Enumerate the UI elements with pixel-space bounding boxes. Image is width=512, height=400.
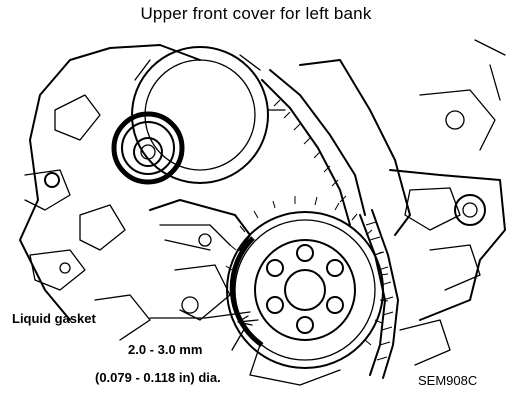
figure-code: SEM908C <box>418 373 478 388</box>
gasket-size-mm: 2.0 - 3.0 mm <box>128 342 203 357</box>
gasket-label: Liquid gasket <box>12 311 96 326</box>
diagram-title: Upper front cover for left bank <box>140 4 372 23</box>
gasket-size-in: (0.079 - 0.118 in) dia. <box>95 370 221 385</box>
